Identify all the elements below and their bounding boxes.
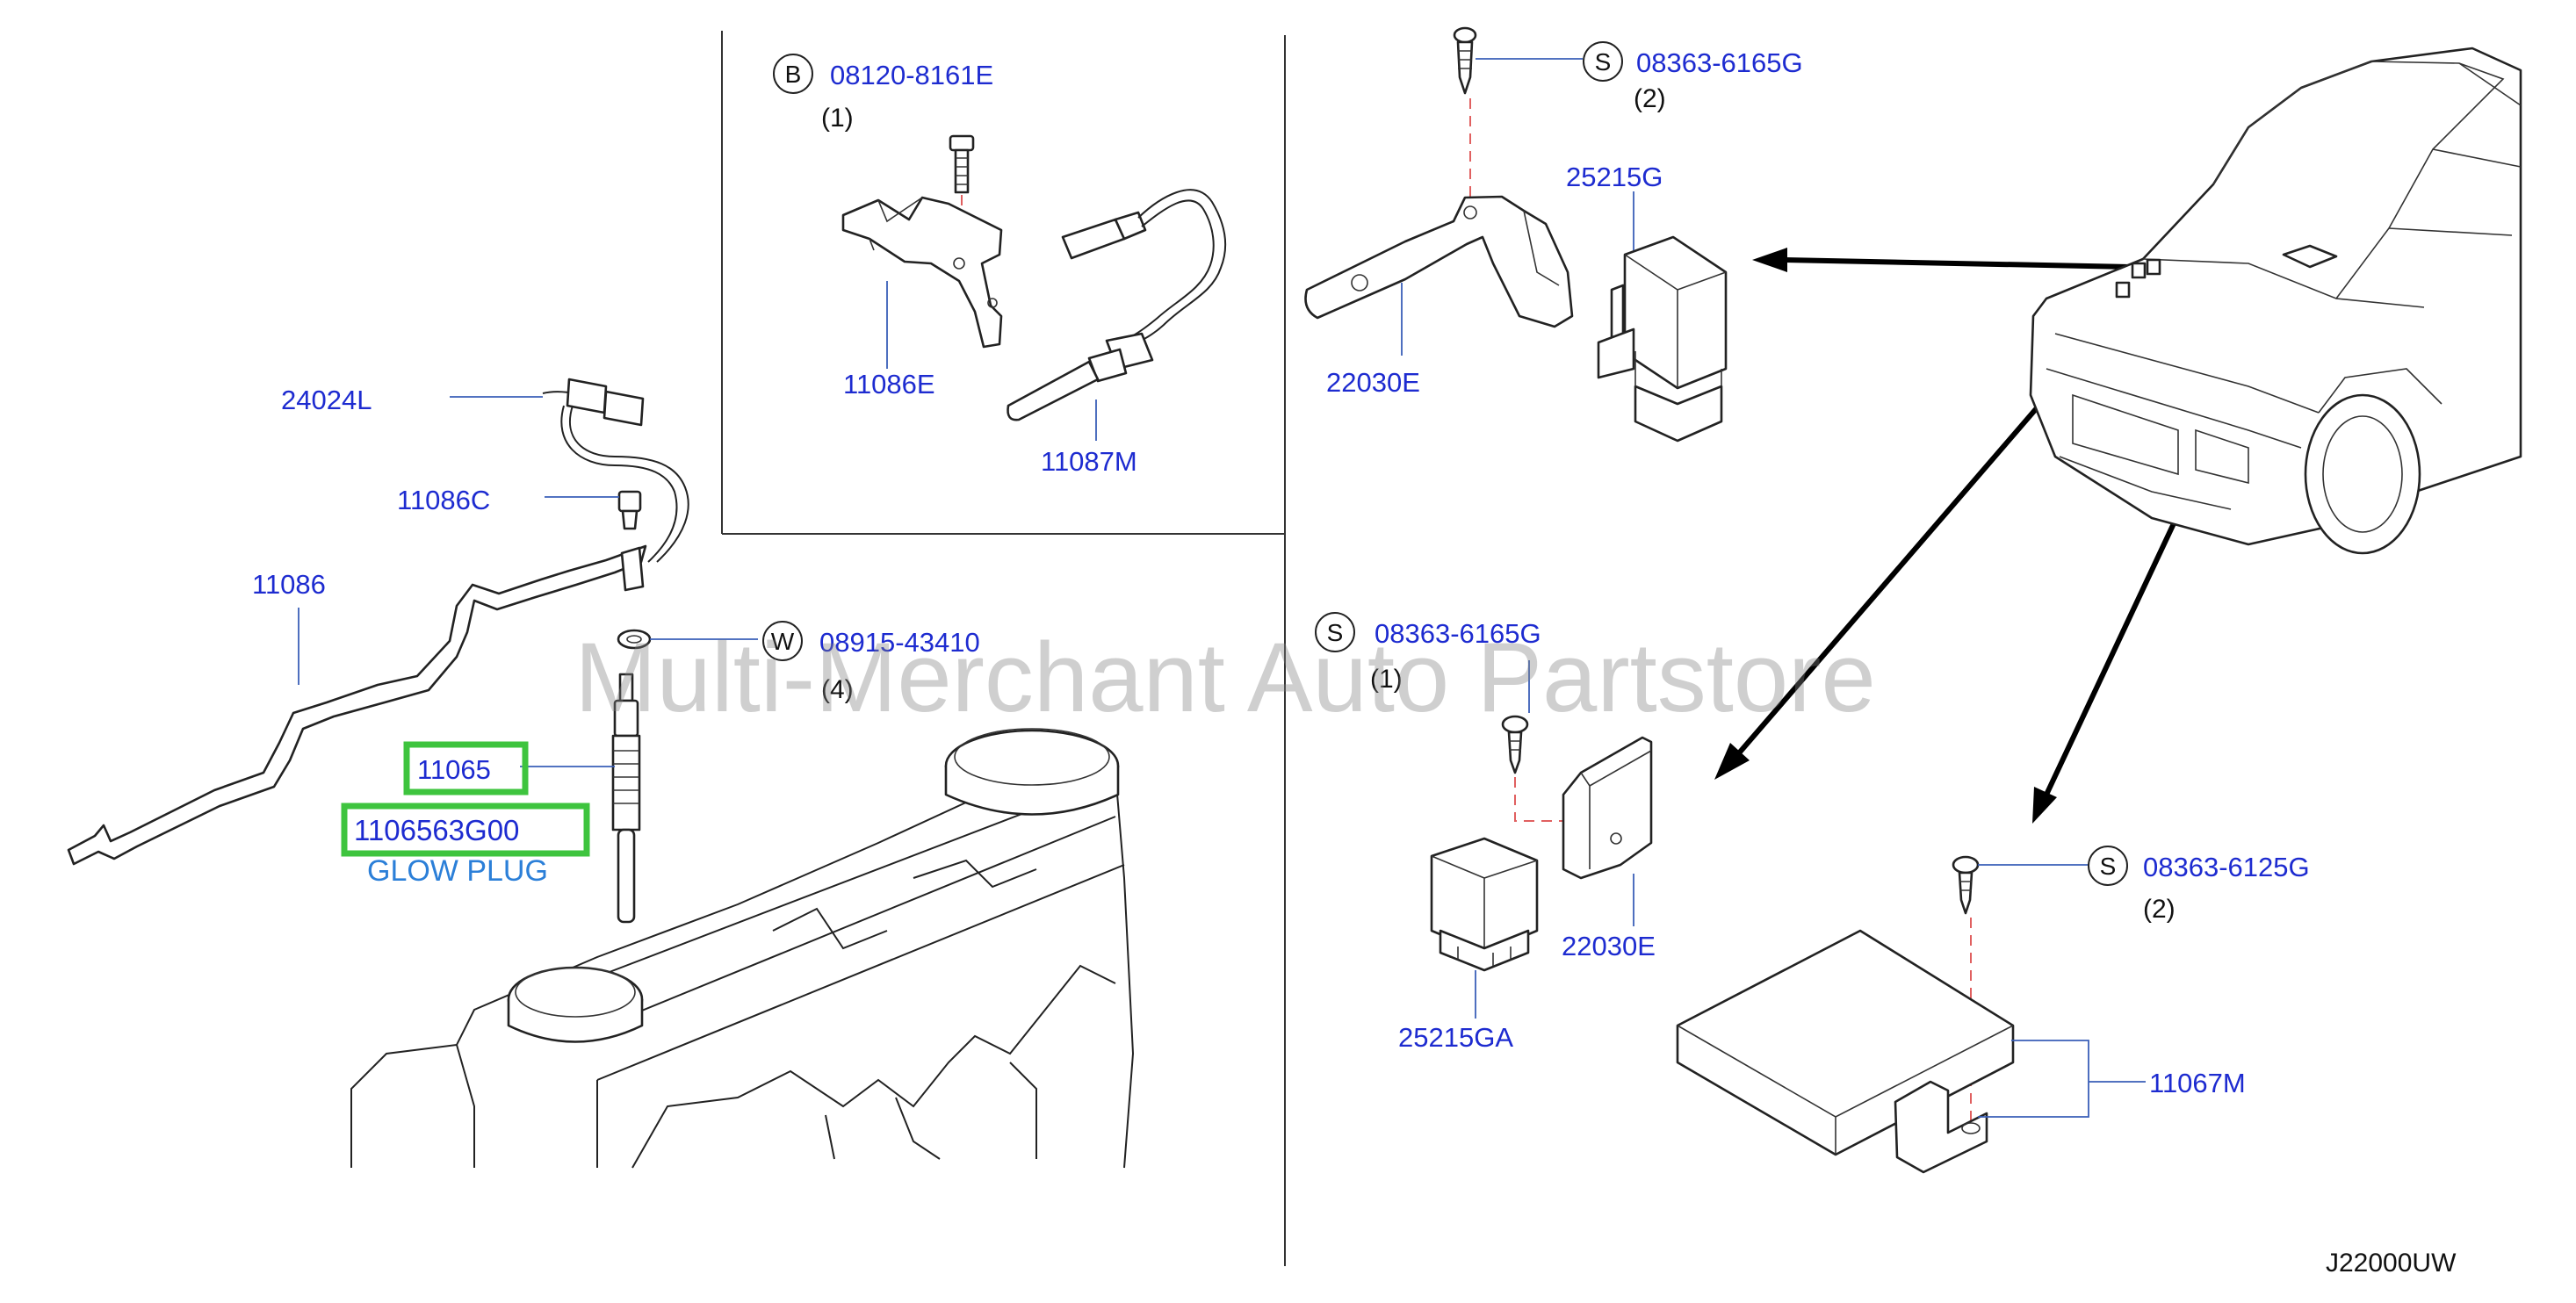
badge-letter-b: B <box>785 61 802 88</box>
badge-circle <box>773 54 813 94</box>
callout-22030E-top[interactable]: 22030E <box>1326 367 1420 398</box>
screw-ecu-part-number[interactable]: 08363-6125G <box>2143 852 2310 882</box>
callout-1106563G00[interactable]: 1106563G00 <box>354 814 519 846</box>
screw-08363-top <box>1453 26 1477 95</box>
sensor-connector-24024L <box>542 378 689 563</box>
callout-11086E[interactable]: 11086E <box>843 369 935 400</box>
badge-letter-s: S <box>1327 619 1344 646</box>
badge-circle <box>2088 846 2128 886</box>
diagram-reference-code: J22000UW <box>2326 1249 2457 1278</box>
callout-screw-08363-top[interactable]: S 08363-6165G (2) <box>1583 41 1803 113</box>
callout-11086[interactable]: 11086 <box>252 569 326 600</box>
watermark: Multi-Merchant Auto Partstore <box>574 623 1875 732</box>
glow-plug-wire-11086 <box>67 544 647 866</box>
callout-22030E-mid[interactable]: 22030E <box>1562 931 1656 961</box>
callout-11067M[interactable]: 11067M <box>2149 1068 2246 1098</box>
badge-circle <box>762 621 803 661</box>
bolt-qty: (1) <box>821 104 854 133</box>
sensor-plug-11086C <box>617 490 642 530</box>
callout-bolt-08120[interactable]: B 08120-8161E (1) <box>773 54 993 133</box>
washer-part-number[interactable]: 08915-43410 <box>819 627 980 658</box>
screw-top-qty: (2) <box>1634 84 1666 113</box>
screw-top-part-number[interactable]: 08363-6165G <box>1636 47 1803 78</box>
badge-circle <box>1315 612 1355 652</box>
glow-plug-11065 <box>611 673 641 924</box>
relay-25215G <box>1597 235 1728 443</box>
ecu-11067M <box>1676 929 2015 1174</box>
badge-letter-s: S <box>2100 853 2117 880</box>
badge-letter-w: W <box>771 628 795 655</box>
washer-qty: (4) <box>821 675 854 704</box>
engine-block <box>350 728 1135 1169</box>
temp-sensor-11087M <box>1007 189 1227 421</box>
screw-mid-qty: (1) <box>1370 665 1403 694</box>
bolt-part-number[interactable]: 08120-8161E <box>830 60 993 90</box>
panel-dividers <box>721 31 1286 1266</box>
relay-25215GA <box>1430 837 1539 972</box>
callout-25215GA[interactable]: 25215GA <box>1398 1022 1513 1053</box>
badge-circle <box>1583 41 1623 82</box>
relay-bracket-22030E-mid <box>1562 736 1653 880</box>
callout-washer-08915[interactable]: W 08915-43410 (4) <box>762 621 980 704</box>
screw-08363-ecu <box>1952 855 1980 915</box>
glow-plug-label: GLOW PLUG <box>367 854 548 888</box>
callout-24024L[interactable]: 24024L <box>281 385 372 415</box>
highlight-box-11065 <box>403 741 529 795</box>
truck-front <box>2029 47 2522 555</box>
callout-11087M[interactable]: 11087M <box>1041 446 1137 477</box>
callout-11065[interactable]: 11065 <box>417 754 491 785</box>
relay-bracket-22030E-top <box>1304 195 1574 328</box>
callout-screw-08363-ecu[interactable]: S 08363-6125G (2) <box>2088 846 2310 924</box>
bolt-08120 <box>949 134 975 194</box>
highlight-box-1106563G00 <box>341 803 590 857</box>
callout-screw-08363-mid[interactable]: S 08363-6165G (1) <box>1315 612 1541 694</box>
screw-ecu-qty: (2) <box>2143 895 2176 924</box>
sensor-bracket-11086E <box>841 196 1003 349</box>
badge-letter-s: S <box>1595 48 1612 76</box>
callout-11086C[interactable]: 11086C <box>397 485 490 515</box>
screw-08363-mid <box>1501 715 1529 774</box>
leader-lines <box>298 58 2146 1118</box>
screw-mid-part-number[interactable]: 08363-6165G <box>1375 618 1541 649</box>
callout-25215G[interactable]: 25215G <box>1566 162 1663 192</box>
